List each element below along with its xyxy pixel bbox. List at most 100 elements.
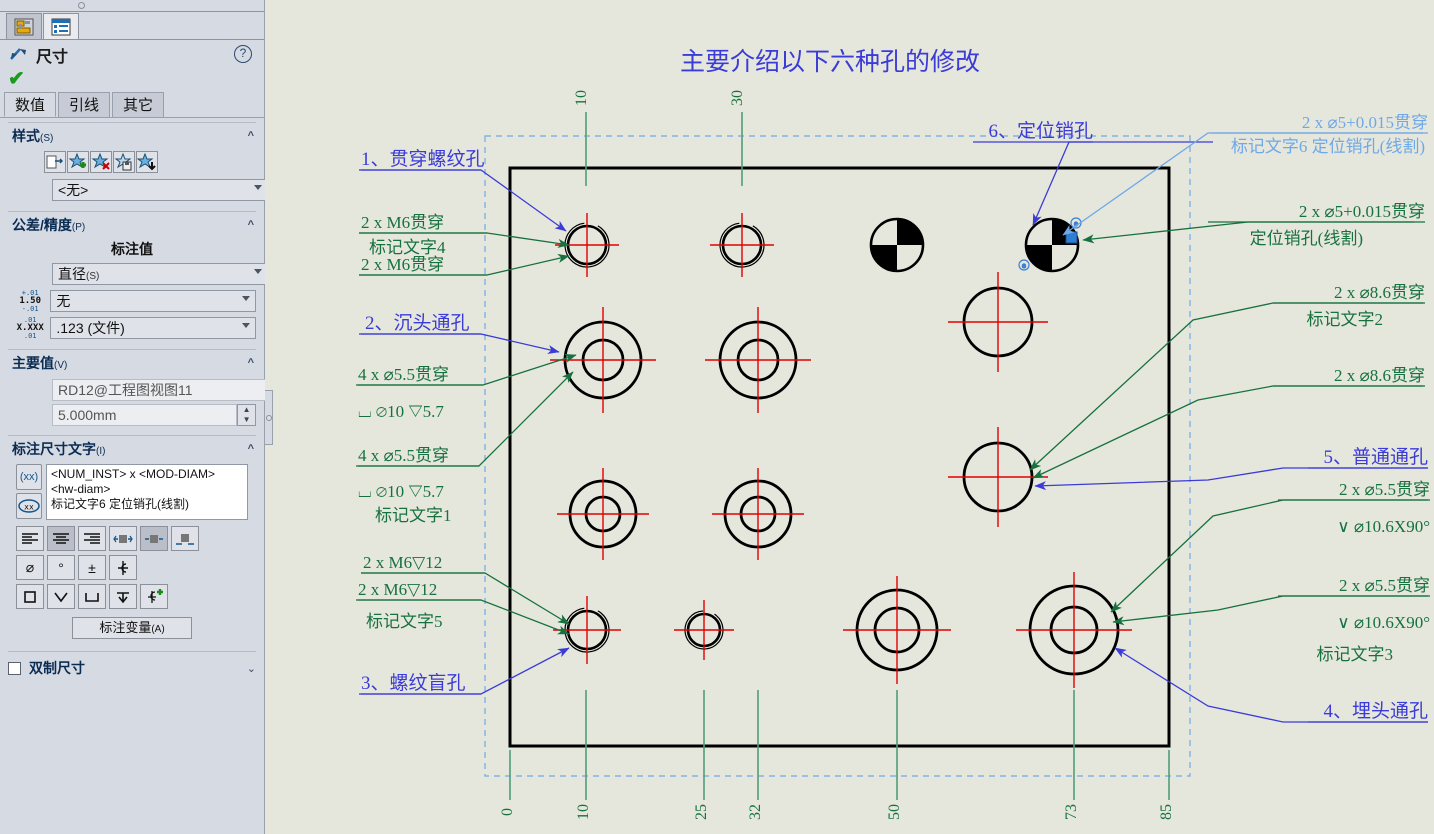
blue-callouts: 1、贯穿螺纹孔 2、沉头通孔 3、螺纹盲孔 4、埋头通孔 5、普通通孔 6、定位… — [361, 120, 1428, 723]
centerline-symbol-icon[interactable] — [109, 555, 137, 580]
add-style-icon[interactable] — [67, 151, 89, 173]
dimension-value-stepper[interactable]: ▲▼ — [237, 404, 256, 426]
callout-5: 5、普通通孔 — [1323, 446, 1428, 468]
align-right-icon[interactable] — [78, 526, 106, 551]
bottom-dim-1: 10 — [575, 804, 592, 820]
chevron-up-icon[interactable]: ^ — [247, 443, 254, 455]
countersink-symbol-icon[interactable] — [47, 584, 75, 609]
apply-style-icon[interactable] — [44, 151, 66, 173]
style-section-header[interactable]: 样式(S) ^ — [8, 122, 256, 149]
note-10-line1: 2 x ⌀5.5贯穿 — [1339, 480, 1430, 499]
align-left-icon[interactable] — [16, 526, 44, 551]
note-2-line1: 2 x M6贯穿 — [361, 255, 444, 274]
extension-lines — [509, 112, 1170, 800]
dowel-pin-hole-1[interactable] — [869, 217, 925, 273]
diameter-symbol-icon[interactable]: ⌀ — [16, 555, 44, 580]
save-style-icon[interactable] — [113, 151, 135, 173]
tolerance-select[interactable]: 无 — [50, 290, 256, 312]
delete-style-icon[interactable] — [90, 151, 112, 173]
counterbore-hole-3[interactable] — [557, 468, 649, 560]
plate-outline — [508, 166, 1171, 748]
primary-value-section-header[interactable]: 主要值(V) ^ — [8, 349, 256, 376]
xx-oval-icon: xx — [18, 499, 40, 513]
plain-through-hole-1[interactable] — [948, 272, 1048, 372]
plus-minus-symbol-icon[interactable]: ± — [78, 555, 106, 580]
tab-other[interactable]: 其它 — [112, 92, 165, 117]
dowel-pin-hole-2[interactable] — [1024, 217, 1080, 273]
svg-text:xx: xx — [24, 503, 34, 512]
stepper-up-icon[interactable]: ▲ — [242, 405, 251, 414]
degree-symbol-icon[interactable]: ° — [47, 555, 75, 580]
countersink-hole-2[interactable] — [1016, 572, 1132, 688]
counterbore-hole-2[interactable] — [705, 307, 811, 413]
ghost-note-line2: 标记文字6 定位销孔(线割) — [1231, 137, 1425, 156]
dimension-type-select[interactable]: 直径(S) — [52, 263, 268, 285]
chevron-up-icon[interactable]: ^ — [247, 130, 254, 142]
dual-dimension-checkbox[interactable] — [8, 661, 21, 675]
note-1-line2: 标记文字4 — [369, 238, 446, 257]
note-7-line1: 2 x ⌀5+0.015贯穿 — [1299, 202, 1425, 221]
primary-value-section-title: 主要值 — [12, 355, 54, 371]
stepper-down-icon[interactable]: ▼ — [242, 415, 251, 424]
dimension-value-row: 5.000mm ▲▼ — [52, 404, 256, 426]
insert-dim-value-button[interactable]: xx — [16, 493, 42, 519]
chevron-down-icon — [242, 323, 250, 328]
place-below-icon[interactable] — [171, 526, 199, 551]
chevron-up-icon[interactable]: ^ — [247, 357, 254, 369]
feature-manager-tab[interactable] — [43, 13, 79, 39]
style-select[interactable]: <无> — [52, 179, 268, 201]
tolerance-section-header[interactable]: 公差/精度(P) ^ — [8, 211, 256, 238]
precision-select[interactable]: .123 (文件) — [50, 317, 256, 339]
chevron-down-icon[interactable]: ⌄ — [246, 662, 256, 675]
depth-symbol-icon[interactable] — [109, 584, 137, 609]
tapped-through-hole-2[interactable] — [710, 213, 774, 277]
tab-values[interactable]: 数值 — [4, 92, 57, 117]
panel-splitter[interactable] — [265, 0, 273, 834]
dual-dimension-label: 双制尺寸 — [29, 660, 85, 676]
dimension-text-section-header[interactable]: 标注尺寸文字(I) ^ — [8, 435, 256, 462]
add-reference-dim-button[interactable]: (xx) — [16, 464, 42, 490]
tapped-blind-hole-2[interactable] — [674, 600, 734, 660]
tolerance-section-key: (P) — [71, 222, 86, 233]
property-manager-tab[interactable] — [6, 13, 42, 39]
dimension-text-section-key: (I) — [96, 446, 106, 457]
panel-top-strip — [0, 0, 264, 12]
more-symbols-icon[interactable] — [140, 584, 168, 609]
symbol-buttons-row2 — [8, 580, 256, 609]
bottom-dim-3: 32 — [747, 804, 764, 820]
dimension-value-field[interactable]: 5.000mm — [52, 404, 238, 426]
panel-collapse-dot[interactable] — [78, 2, 85, 9]
ghost-frame — [484, 135, 1191, 777]
callout-2: 2、沉头通孔 — [365, 312, 470, 334]
counterbore-hole-4[interactable] — [712, 468, 804, 560]
load-style-icon[interactable] — [136, 151, 158, 173]
dimension-name-field[interactable]: RD12@工程图视图11 — [52, 379, 268, 401]
countersink-hole-1[interactable] — [843, 576, 951, 684]
square-symbol-icon[interactable] — [16, 584, 44, 609]
tab-leaders[interactable]: 引线 — [58, 92, 111, 117]
dimension-variable-button[interactable]: 标注变量(A) — [72, 617, 192, 639]
place-above-icon[interactable] — [109, 526, 137, 551]
dual-dimension-section[interactable]: 双制尺寸 ⌄ — [8, 651, 256, 678]
style-section-title: 样式 — [12, 128, 40, 144]
note-4-line2: ⌴ ⌀10 ▽5.7 — [358, 482, 444, 501]
counterbore-symbol-icon[interactable] — [78, 584, 106, 609]
drawing-canvas[interactable]: 主要介绍以下六种孔的修改 10 30 0 10 25 32 — [273, 0, 1434, 834]
tolerance-section: 公差/精度(P) ^ 标注值 直径(S) +.01 1.50 -.01 无 — [0, 207, 268, 345]
precision-select-value: .123 (文件) — [56, 320, 125, 336]
note-11-line3: 标记文字3 — [1317, 645, 1394, 664]
precision-icon-bot: .01 — [23, 332, 37, 340]
dimension-text-input[interactable]: <NUM_INST> x <MOD-DIAM> <hw-diam> 标记文字6 … — [46, 464, 248, 520]
callout-6: 6、定位销孔 — [988, 120, 1093, 142]
align-center-icon[interactable] — [47, 526, 75, 551]
chevron-down-icon — [242, 296, 250, 301]
note-4-line3: 标记文字1 — [375, 506, 452, 525]
place-center-icon[interactable] — [140, 526, 168, 551]
plain-through-hole-2[interactable] — [948, 427, 1048, 527]
chevron-up-icon[interactable]: ^ — [247, 219, 254, 231]
help-icon[interactable]: ? — [234, 45, 252, 63]
page-title: 尺寸 — [36, 49, 69, 66]
ok-button[interactable]: ✔ — [8, 68, 25, 90]
splitter-handle[interactable] — [265, 390, 273, 445]
panel-title-row: 尺寸 ? — [0, 40, 264, 70]
